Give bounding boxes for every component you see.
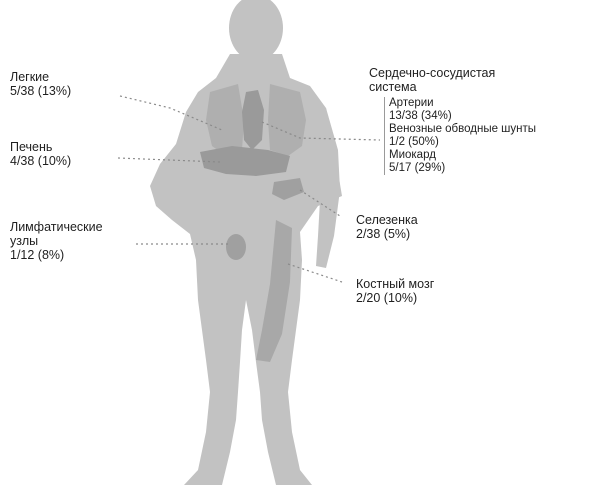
lymph-name-2: узлы: [10, 234, 103, 248]
spleen-name: Селезенка: [356, 213, 418, 227]
lungs-value: 5/38 (13%): [10, 84, 71, 98]
cardio-title-1: Сердечно-сосудистая: [369, 66, 495, 80]
label-spleen: Селезенка 2/38 (5%): [356, 213, 418, 241]
cardio-sub-list: Артерии 13/38 (34%) Венозные обводные шу…: [384, 97, 536, 175]
lymph-name-1: Лимфатические: [10, 220, 103, 234]
lymph-value: 1/12 (8%): [10, 248, 103, 262]
label-lymph-nodes: Лимфатические узлы 1/12 (8%): [10, 220, 103, 262]
label-lungs: Легкие 5/38 (13%): [10, 70, 71, 98]
marrow-name: Костный мозг: [356, 277, 434, 291]
marrow-value: 2/20 (10%): [356, 291, 434, 305]
human-silhouette: [150, 0, 342, 485]
lungs-name: Легкие: [10, 70, 71, 84]
liver-name: Печень: [10, 140, 71, 154]
cardio-title-2: система: [369, 80, 495, 94]
myocardium-name: Миокард: [389, 149, 536, 162]
veins-name: Венозные обводные шунты: [389, 123, 536, 136]
lymph-node: [226, 234, 246, 260]
myocardium-value: 5/17 (29%): [389, 162, 536, 175]
spleen-value: 2/38 (5%): [356, 227, 418, 241]
label-liver: Печень 4/38 (10%): [10, 140, 71, 168]
head: [229, 0, 283, 61]
label-bone-marrow: Костный мозг 2/20 (10%): [356, 277, 434, 305]
arteries-value: 13/38 (34%): [389, 110, 536, 123]
liver-value: 4/38 (10%): [10, 154, 71, 168]
arteries-name: Артерии: [389, 97, 536, 110]
right-lung: [268, 84, 306, 156]
veins-value: 1/2 (50%): [389, 136, 536, 149]
label-cardio-title: Сердечно-сосудистая система: [369, 66, 495, 94]
